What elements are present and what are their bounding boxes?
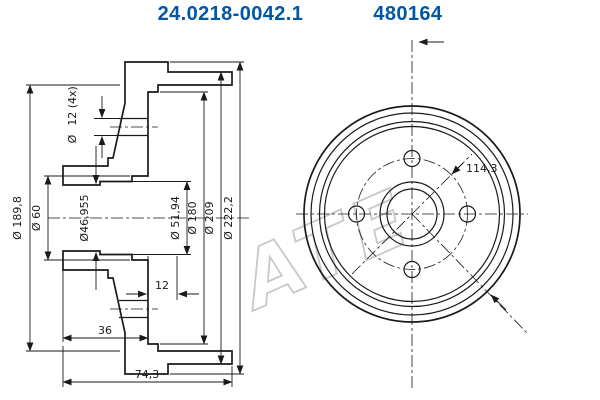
hub-bore-circle: [386, 188, 438, 240]
dim-pilot-bore: Ø46,955: [78, 146, 100, 290]
section-profile-mirror: [62, 250, 233, 375]
section-profile-half: [62, 61, 233, 186]
outer-diameter-circle: [303, 105, 521, 323]
section-view: Ø 189,8 Ø 60 Ø46,955 12 (4x): [11, 61, 252, 387]
dim-band-diameter: Ø 209: [203, 71, 225, 365]
runout-arrow-bottom-right: [490, 294, 507, 311]
dim-friction-diameter-label: Ø 189,8: [11, 196, 24, 240]
dim-hub-depth: 36: [62, 264, 149, 342]
dim-center-bore-label: Ø 51,94: [169, 196, 182, 240]
dim-band-offset-label: 12: [155, 279, 169, 292]
bolt-hole-left: [347, 205, 366, 223]
dim-band-diameter-label: Ø 209: [203, 201, 216, 234]
dim-outer-diameter: Ø 222,2: [170, 61, 244, 375]
dim-hub-diameter: Ø 60: [30, 175, 130, 261]
dim-flange-holes-label: 12 (4x): [66, 86, 79, 126]
bolt-hole-right: [458, 205, 477, 223]
dim-shoulder-diameter-label: Ø 180: [186, 201, 199, 234]
bolt-hole-bottom: [403, 260, 421, 279]
shoulder-diameter-circle: [323, 125, 501, 303]
hub-outer-circle: [379, 181, 445, 247]
bolt-hole-top: [403, 149, 421, 168]
drum-section-outline: [62, 61, 233, 186]
dim-shoulder-diameter: Ø 180: [160, 91, 208, 345]
part-number: 24.0218-0042.1: [157, 3, 304, 25]
header: 24.0218-0042.1 480164: [0, 3, 600, 26]
dim-total-depth: 74,3: [62, 346, 233, 387]
friction-diameter-circle: [318, 120, 506, 308]
band-diameter-circle: [310, 112, 514, 316]
dim-hub-depth-label: 36: [98, 324, 112, 337]
dim-outer-diameter-label: Ø 222,2: [222, 196, 235, 240]
dim-total-depth-label: 74,3: [135, 368, 160, 381]
dim-hub-diameter-label: Ø 60: [30, 205, 43, 231]
catalog-number: 480164: [373, 3, 443, 25]
bolt-circle: [356, 158, 468, 270]
dim-flange-holes-symbol: Ø: [66, 134, 79, 143]
dim-flange-holes: 12 (4x) Ø: [66, 86, 119, 158]
dim-pilot-bore-label: Ø46,955: [78, 194, 91, 241]
dim-center-bore: Ø 51,94: [104, 181, 191, 255]
dim-bolt-circle-label: 114,3: [466, 162, 498, 175]
dim-friction-diameter: Ø 189,8: [11, 84, 120, 352]
dim-band-offset: 12: [126, 256, 199, 300]
front-view: 114,3: [296, 38, 529, 388]
dim-bolt-circle: 114,3: [451, 162, 498, 175]
runout-diagonal-axis: [411, 213, 529, 335]
